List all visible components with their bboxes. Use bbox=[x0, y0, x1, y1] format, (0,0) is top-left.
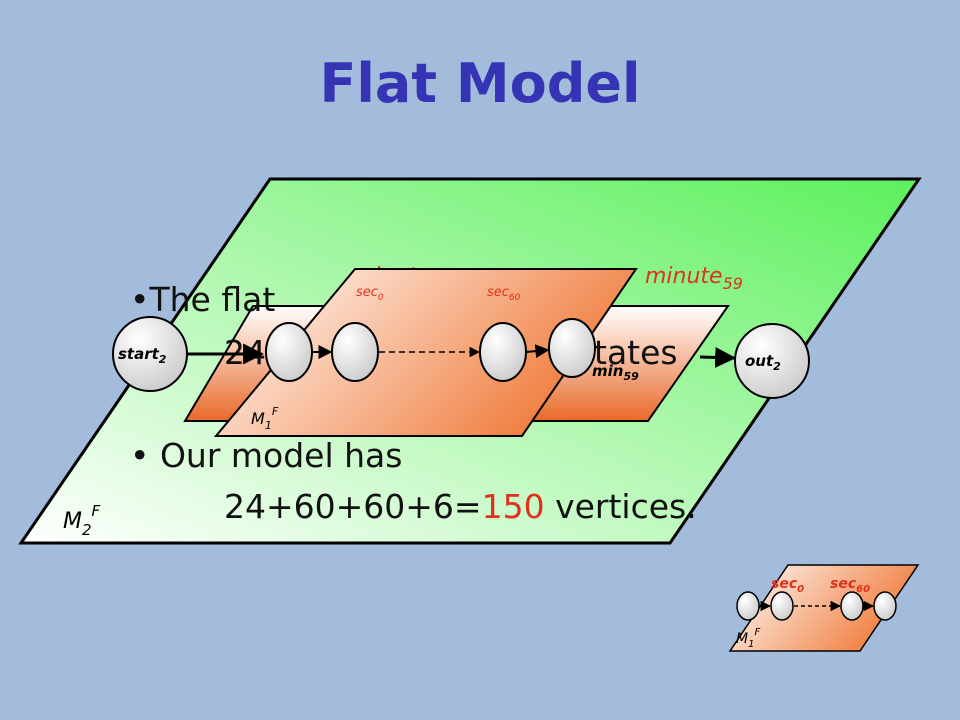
bullet-2-line-2-suffix: vertices. bbox=[545, 487, 697, 526]
edge-sec60-to-exit bbox=[525, 344, 550, 359]
seconds-model-label: M1F bbox=[251, 405, 279, 432]
out-node-sub: 2 bbox=[773, 360, 781, 373]
out-node-base: out bbox=[745, 352, 774, 370]
start-node-label: start2 bbox=[118, 345, 167, 366]
reference-seconds-plane bbox=[728, 564, 920, 652]
reference-exit-node bbox=[873, 591, 897, 621]
sec-first-sub: 0 bbox=[378, 293, 384, 303]
reference-sec-first-node bbox=[770, 591, 794, 621]
start-node bbox=[112, 316, 188, 392]
reference-model-base: M bbox=[736, 631, 748, 647]
reference-sec-last-label: sec60 bbox=[830, 576, 870, 595]
bullet-2-line-2-prefix: 24+60+60+6= bbox=[224, 487, 482, 526]
reference-entry-node bbox=[736, 591, 760, 621]
reference-model-label: M1F bbox=[736, 627, 760, 650]
minute-last-sub: 59 bbox=[723, 274, 743, 293]
reference-sec-first-base: sec bbox=[771, 576, 798, 592]
seconds-model-base: M bbox=[251, 409, 265, 428]
sec-first-base: sec bbox=[356, 285, 378, 300]
minute-last-label: minute59 bbox=[645, 264, 743, 293]
bullet-2-line-2: 24+60+60+6=150 vertices. bbox=[224, 487, 697, 526]
min-state-sub: 59 bbox=[623, 370, 639, 383]
reference-model-sub: 1 bbox=[748, 639, 754, 650]
reference-sec-first-label: sec0 bbox=[771, 576, 804, 595]
inner-entry-node bbox=[265, 322, 313, 382]
outer-model-label: M2F bbox=[63, 502, 101, 539]
seconds-model-sup: F bbox=[272, 405, 279, 418]
min-state-label: min59 bbox=[592, 362, 639, 383]
sec-last-node bbox=[479, 322, 527, 382]
outer-model-base: M bbox=[63, 509, 82, 534]
bullet-2-line-1: • Our model has bbox=[130, 436, 402, 475]
reference-sec-last-node bbox=[840, 591, 864, 621]
minute-last-base: minute bbox=[645, 264, 723, 289]
inner-exit-node bbox=[548, 318, 596, 378]
out-node-label: out2 bbox=[745, 352, 781, 373]
reference-sec-last-base: sec bbox=[830, 576, 857, 592]
slide-title: Flat Model bbox=[319, 52, 641, 115]
min-state-base: min bbox=[592, 362, 623, 380]
reference-sec-first-sub: 0 bbox=[797, 584, 804, 595]
bullet-1-line-2-suffix: tates bbox=[594, 333, 678, 372]
sec-first-label: sec0 bbox=[356, 285, 384, 303]
sec-first-node bbox=[331, 322, 379, 382]
bullet-1-line-1: •The flat bbox=[130, 280, 275, 319]
seconds-model-sub: 1 bbox=[265, 419, 272, 432]
reference-sec-last-sub: 60 bbox=[856, 584, 870, 595]
outer-model-sup: F bbox=[92, 502, 101, 520]
outer-model-sub: 2 bbox=[82, 521, 92, 539]
start-node-base: start bbox=[118, 345, 160, 363]
reference-model-sup: F bbox=[754, 627, 760, 638]
sec-last-sub: 60 bbox=[509, 293, 521, 303]
seconds-model-plane bbox=[213, 268, 638, 437]
edge-inner-to-out bbox=[699, 346, 737, 368]
bullet-2-highlight: 150 bbox=[482, 487, 545, 526]
sec-last-base: sec bbox=[487, 285, 509, 300]
start-node-sub: 2 bbox=[159, 353, 167, 366]
sec-last-label: sec60 bbox=[487, 285, 521, 303]
reference-seconds-model: sec0 sec60 M1F bbox=[728, 564, 920, 652]
